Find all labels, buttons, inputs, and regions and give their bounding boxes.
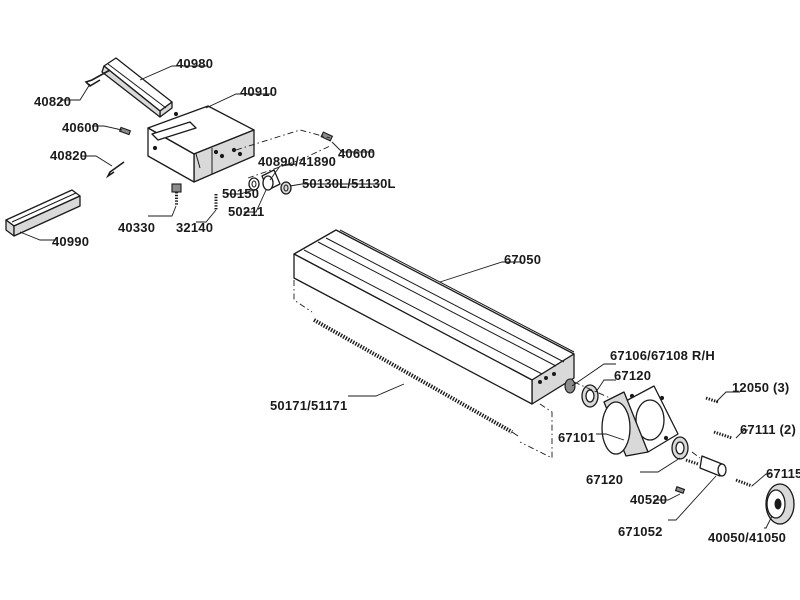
label-67106: 67106/67108 R/H bbox=[610, 348, 715, 363]
label-40330: 40330 bbox=[118, 220, 155, 235]
label-50130: 50130L/51130L bbox=[302, 176, 396, 191]
part-12050-screws bbox=[705, 396, 719, 404]
label-40520: 40520 bbox=[630, 492, 667, 507]
label-67101: 67101 bbox=[558, 430, 595, 445]
part-40600-left-screw bbox=[118, 126, 132, 136]
label-40600-left: 40600 bbox=[62, 120, 99, 135]
label-40050: 40050/41050 bbox=[708, 530, 786, 545]
label-67115: 67115 bbox=[766, 466, 800, 481]
label-67111: 67111 (2) bbox=[740, 422, 796, 437]
label-67120-bot: 67120 bbox=[586, 472, 623, 487]
part-50171-lead-screw bbox=[313, 318, 519, 437]
label-50211: 50211 bbox=[228, 204, 264, 219]
label-40890: 40890/41890 bbox=[258, 154, 336, 169]
label-40910: 40910 bbox=[240, 84, 277, 99]
part-67120-top-bearing bbox=[581, 384, 599, 408]
label-50171: 50171/51171 bbox=[270, 398, 347, 413]
part-40600-right-screw bbox=[320, 131, 334, 142]
part-40990-gib bbox=[5, 189, 81, 237]
label-32140: 32140 bbox=[176, 220, 213, 235]
part-40980-gib bbox=[101, 57, 173, 118]
part-40520-screw bbox=[674, 486, 686, 494]
label-40990: 40990 bbox=[52, 234, 89, 249]
part-67101-flange bbox=[601, 385, 679, 457]
label-40820-top: 40820 bbox=[34, 94, 71, 109]
label-40820-mid: 40820 bbox=[50, 148, 87, 163]
label-12050: 12050 (3) bbox=[732, 380, 789, 395]
part-67106-nut bbox=[564, 378, 576, 394]
part-67050-bed bbox=[293, 229, 575, 405]
part-40910-saddle bbox=[147, 105, 255, 183]
label-50150: 50150 bbox=[222, 186, 259, 201]
label-40600-right: 40600 bbox=[338, 146, 375, 161]
part-40890-bushing bbox=[261, 169, 281, 191]
part-67115-screw bbox=[735, 478, 753, 488]
part-40330-bolt bbox=[171, 183, 182, 206]
part-40820-top-pin bbox=[84, 69, 111, 88]
part-40820-mid-pin bbox=[105, 161, 125, 179]
part-67120-bottom-bearing bbox=[671, 436, 689, 460]
part-50130-nut bbox=[280, 181, 292, 195]
label-67120-top: 67120 bbox=[614, 368, 651, 383]
label-67050: 67050 bbox=[504, 252, 541, 267]
leader-lines bbox=[19, 65, 773, 529]
label-671052: 671052 bbox=[618, 524, 663, 539]
part-67111-screws bbox=[713, 430, 733, 440]
part-671052-shaft bbox=[685, 455, 727, 477]
label-40980: 40980 bbox=[176, 56, 213, 71]
part-40050-handwheel bbox=[765, 483, 795, 525]
